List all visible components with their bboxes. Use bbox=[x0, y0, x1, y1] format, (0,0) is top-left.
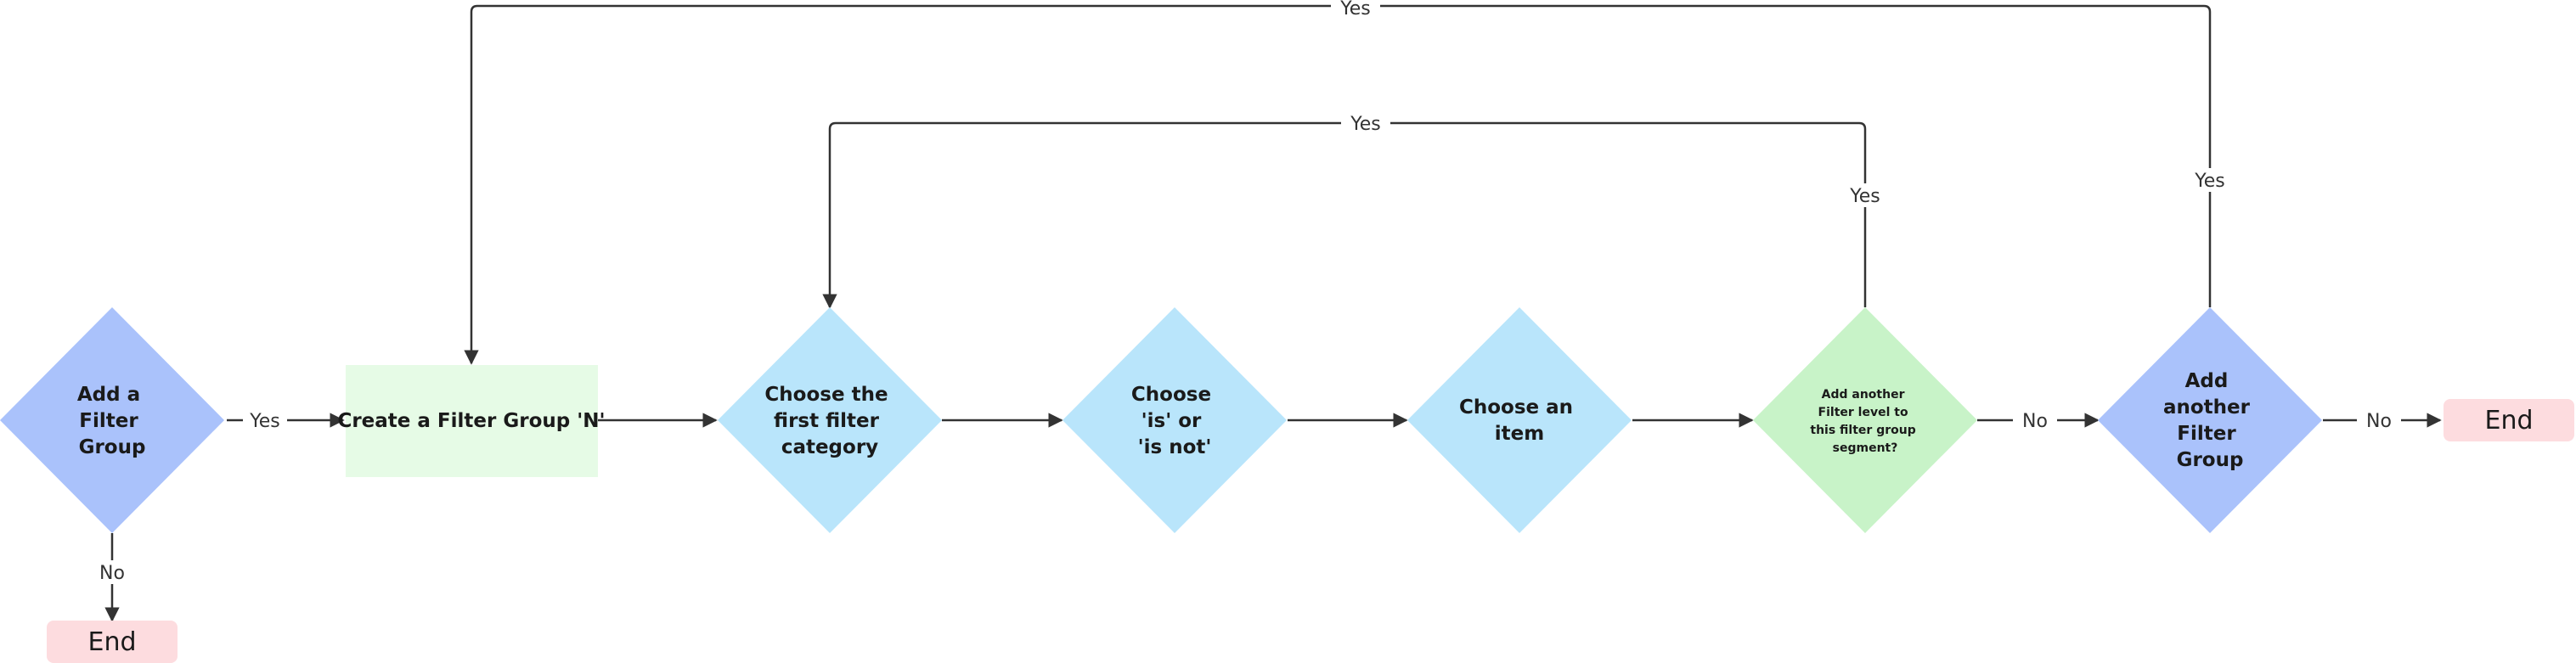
label-no-level: No bbox=[2022, 411, 2048, 432]
text-end-bottom: End bbox=[87, 627, 136, 657]
nodes: Add a Filter Group Create a Filter Group… bbox=[0, 307, 2574, 663]
text-end-right: End bbox=[2484, 406, 2533, 435]
text-choose-first-category: Choose the first filter category bbox=[764, 384, 894, 458]
text-add-another-filter-group: Add another Filter Group bbox=[2163, 370, 2257, 471]
diamond-choose-first-category bbox=[718, 307, 942, 533]
text-create-filter-group: Create a Filter Group 'N' bbox=[337, 410, 605, 432]
text-choose-an-item: Choose an item bbox=[1459, 396, 1580, 445]
edge-level-loop-to-category bbox=[822, 121, 1867, 309]
diamond-add-another-filter-group bbox=[2098, 307, 2322, 533]
label-yes-level-vertical: Yes bbox=[1849, 186, 1880, 207]
label-yes-level-top: Yes bbox=[1350, 114, 1381, 135]
label-no-group: No bbox=[2366, 411, 2392, 432]
edge-group-loop-to-create bbox=[464, 4, 2212, 365]
label-yes-group-vertical: Yes bbox=[2194, 171, 2225, 192]
label-yes-create: Yes bbox=[249, 411, 280, 432]
diamond-add-filter-group bbox=[0, 307, 224, 533]
edge-labels: Yes No No No Yes Yes Yes Yes bbox=[92, 0, 2401, 584]
rect-create-filter-group bbox=[346, 365, 598, 477]
diamond-choose-an-item bbox=[1407, 307, 1632, 533]
label-yes-group-top: Yes bbox=[1339, 0, 1371, 20]
diamond-choose-is-or-is-not bbox=[1063, 307, 1287, 533]
end-terminal-right bbox=[2444, 399, 2574, 441]
edges bbox=[104, 4, 2442, 622]
label-no-end-bottom: No bbox=[99, 563, 125, 584]
diamond-add-filter-level bbox=[1753, 307, 1977, 533]
end-terminal-bottom bbox=[47, 621, 178, 663]
text-add-filter-group: Add a Filter Group bbox=[77, 384, 147, 458]
text-add-filter-level: Add another Filter level to this filter … bbox=[1810, 388, 1919, 455]
text-choose-is-or-is-not: Choose 'is' or 'is not' bbox=[1131, 384, 1218, 458]
